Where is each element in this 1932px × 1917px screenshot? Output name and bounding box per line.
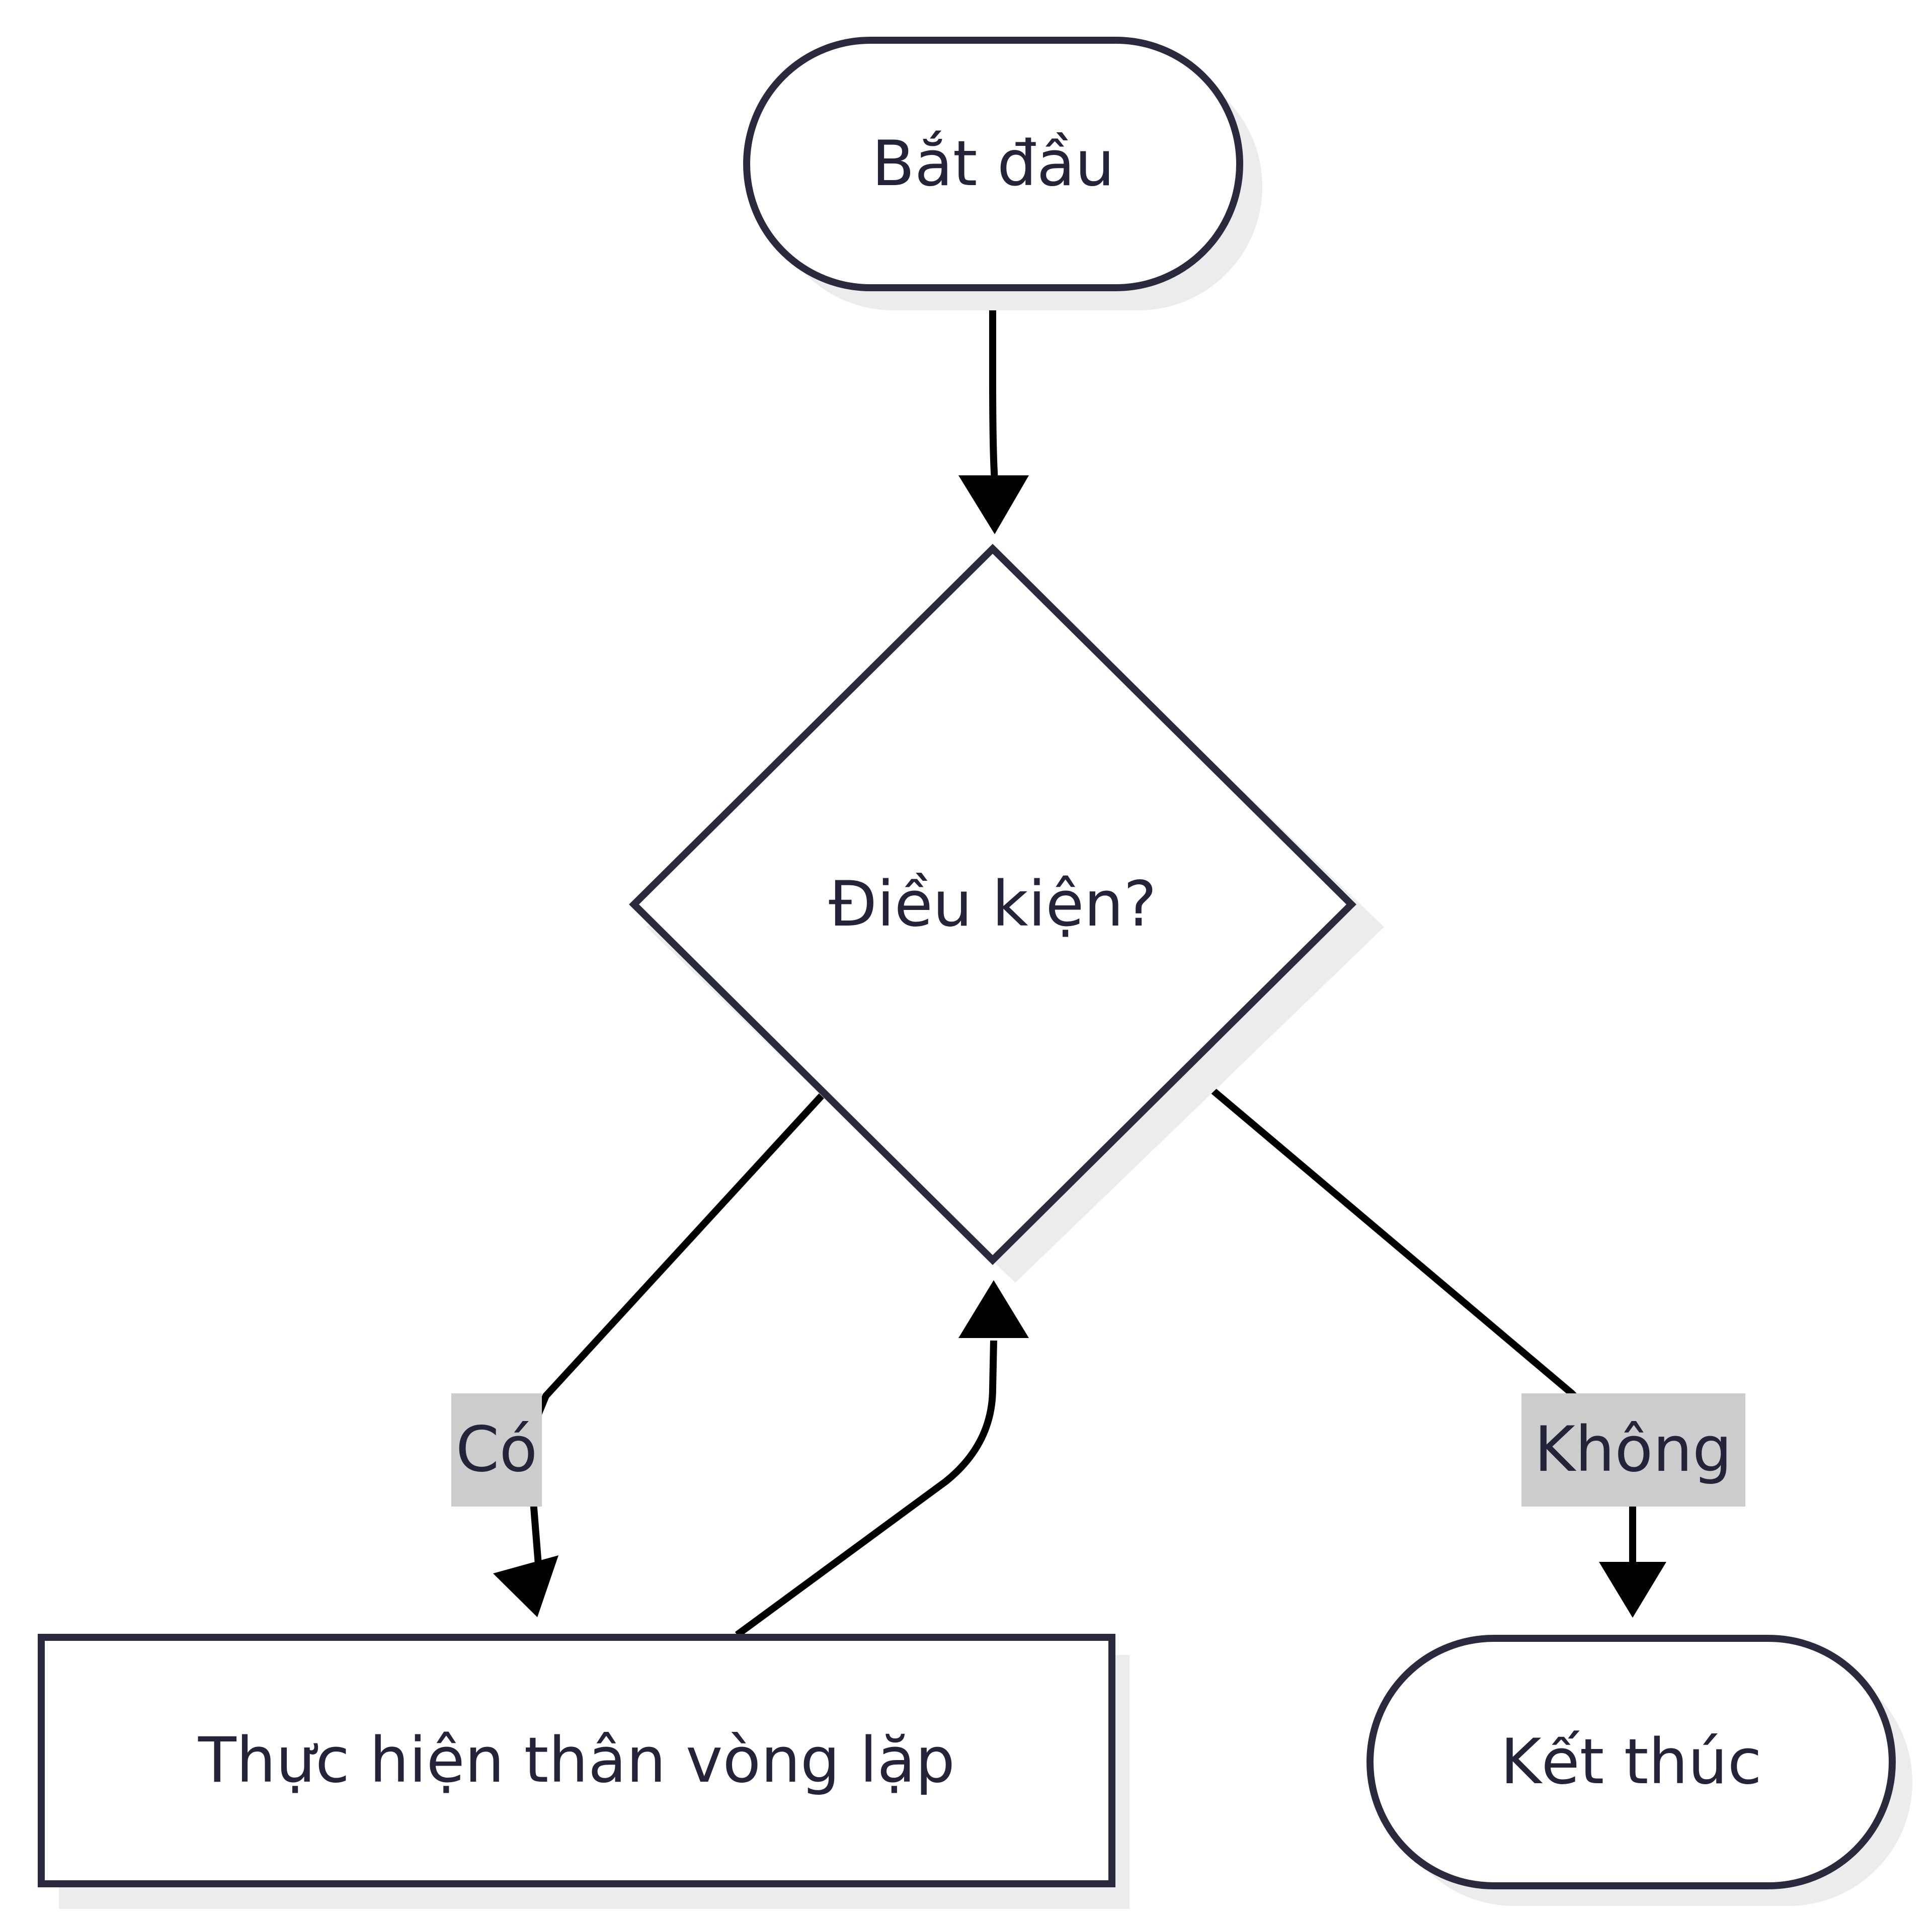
node-condition-label: Điều kiện?	[829, 868, 1157, 941]
edge-label-no-text: Không	[1534, 1413, 1732, 1486]
edge-label-yes: Có	[451, 1393, 542, 1507]
edge-label-no: Không	[1521, 1393, 1745, 1507]
node-start-shape	[743, 37, 1243, 291]
node-start-label: Bắt đầu	[872, 128, 1114, 200]
edge-condition-to-body	[493, 1091, 827, 1617]
node-body: Thực hiện thân vòng lặp	[38, 1634, 1130, 1909]
node-end: Kết thúc	[1366, 1635, 1912, 1906]
edge-start-to-condition	[958, 287, 1029, 534]
edge-body-to-condition	[735, 1280, 1029, 1638]
edge-label-yes-text: Có	[456, 1413, 537, 1486]
arrowhead-condition-bottom	[958, 1280, 1029, 1338]
node-condition: Điều kiện?	[629, 544, 1384, 1283]
node-body-label: Thực hiện thân vòng lặp	[198, 1724, 955, 1797]
node-body-shape	[38, 1634, 1115, 1887]
node-condition-shape	[629, 544, 1356, 1265]
arrowhead-condition-top	[958, 475, 1029, 534]
edge-label-yes-bg	[451, 1393, 542, 1507]
edge-condition-to-end	[1185, 1066, 1666, 1618]
node-end-label: Kết thúc	[1500, 1726, 1762, 1798]
arrowhead-end	[1599, 1562, 1666, 1618]
arrowhead-body	[493, 1555, 558, 1617]
node-start: Bắt đầu	[743, 37, 1262, 310]
edge-label-no-bg	[1521, 1393, 1745, 1507]
node-end-shape	[1366, 1635, 1896, 1889]
